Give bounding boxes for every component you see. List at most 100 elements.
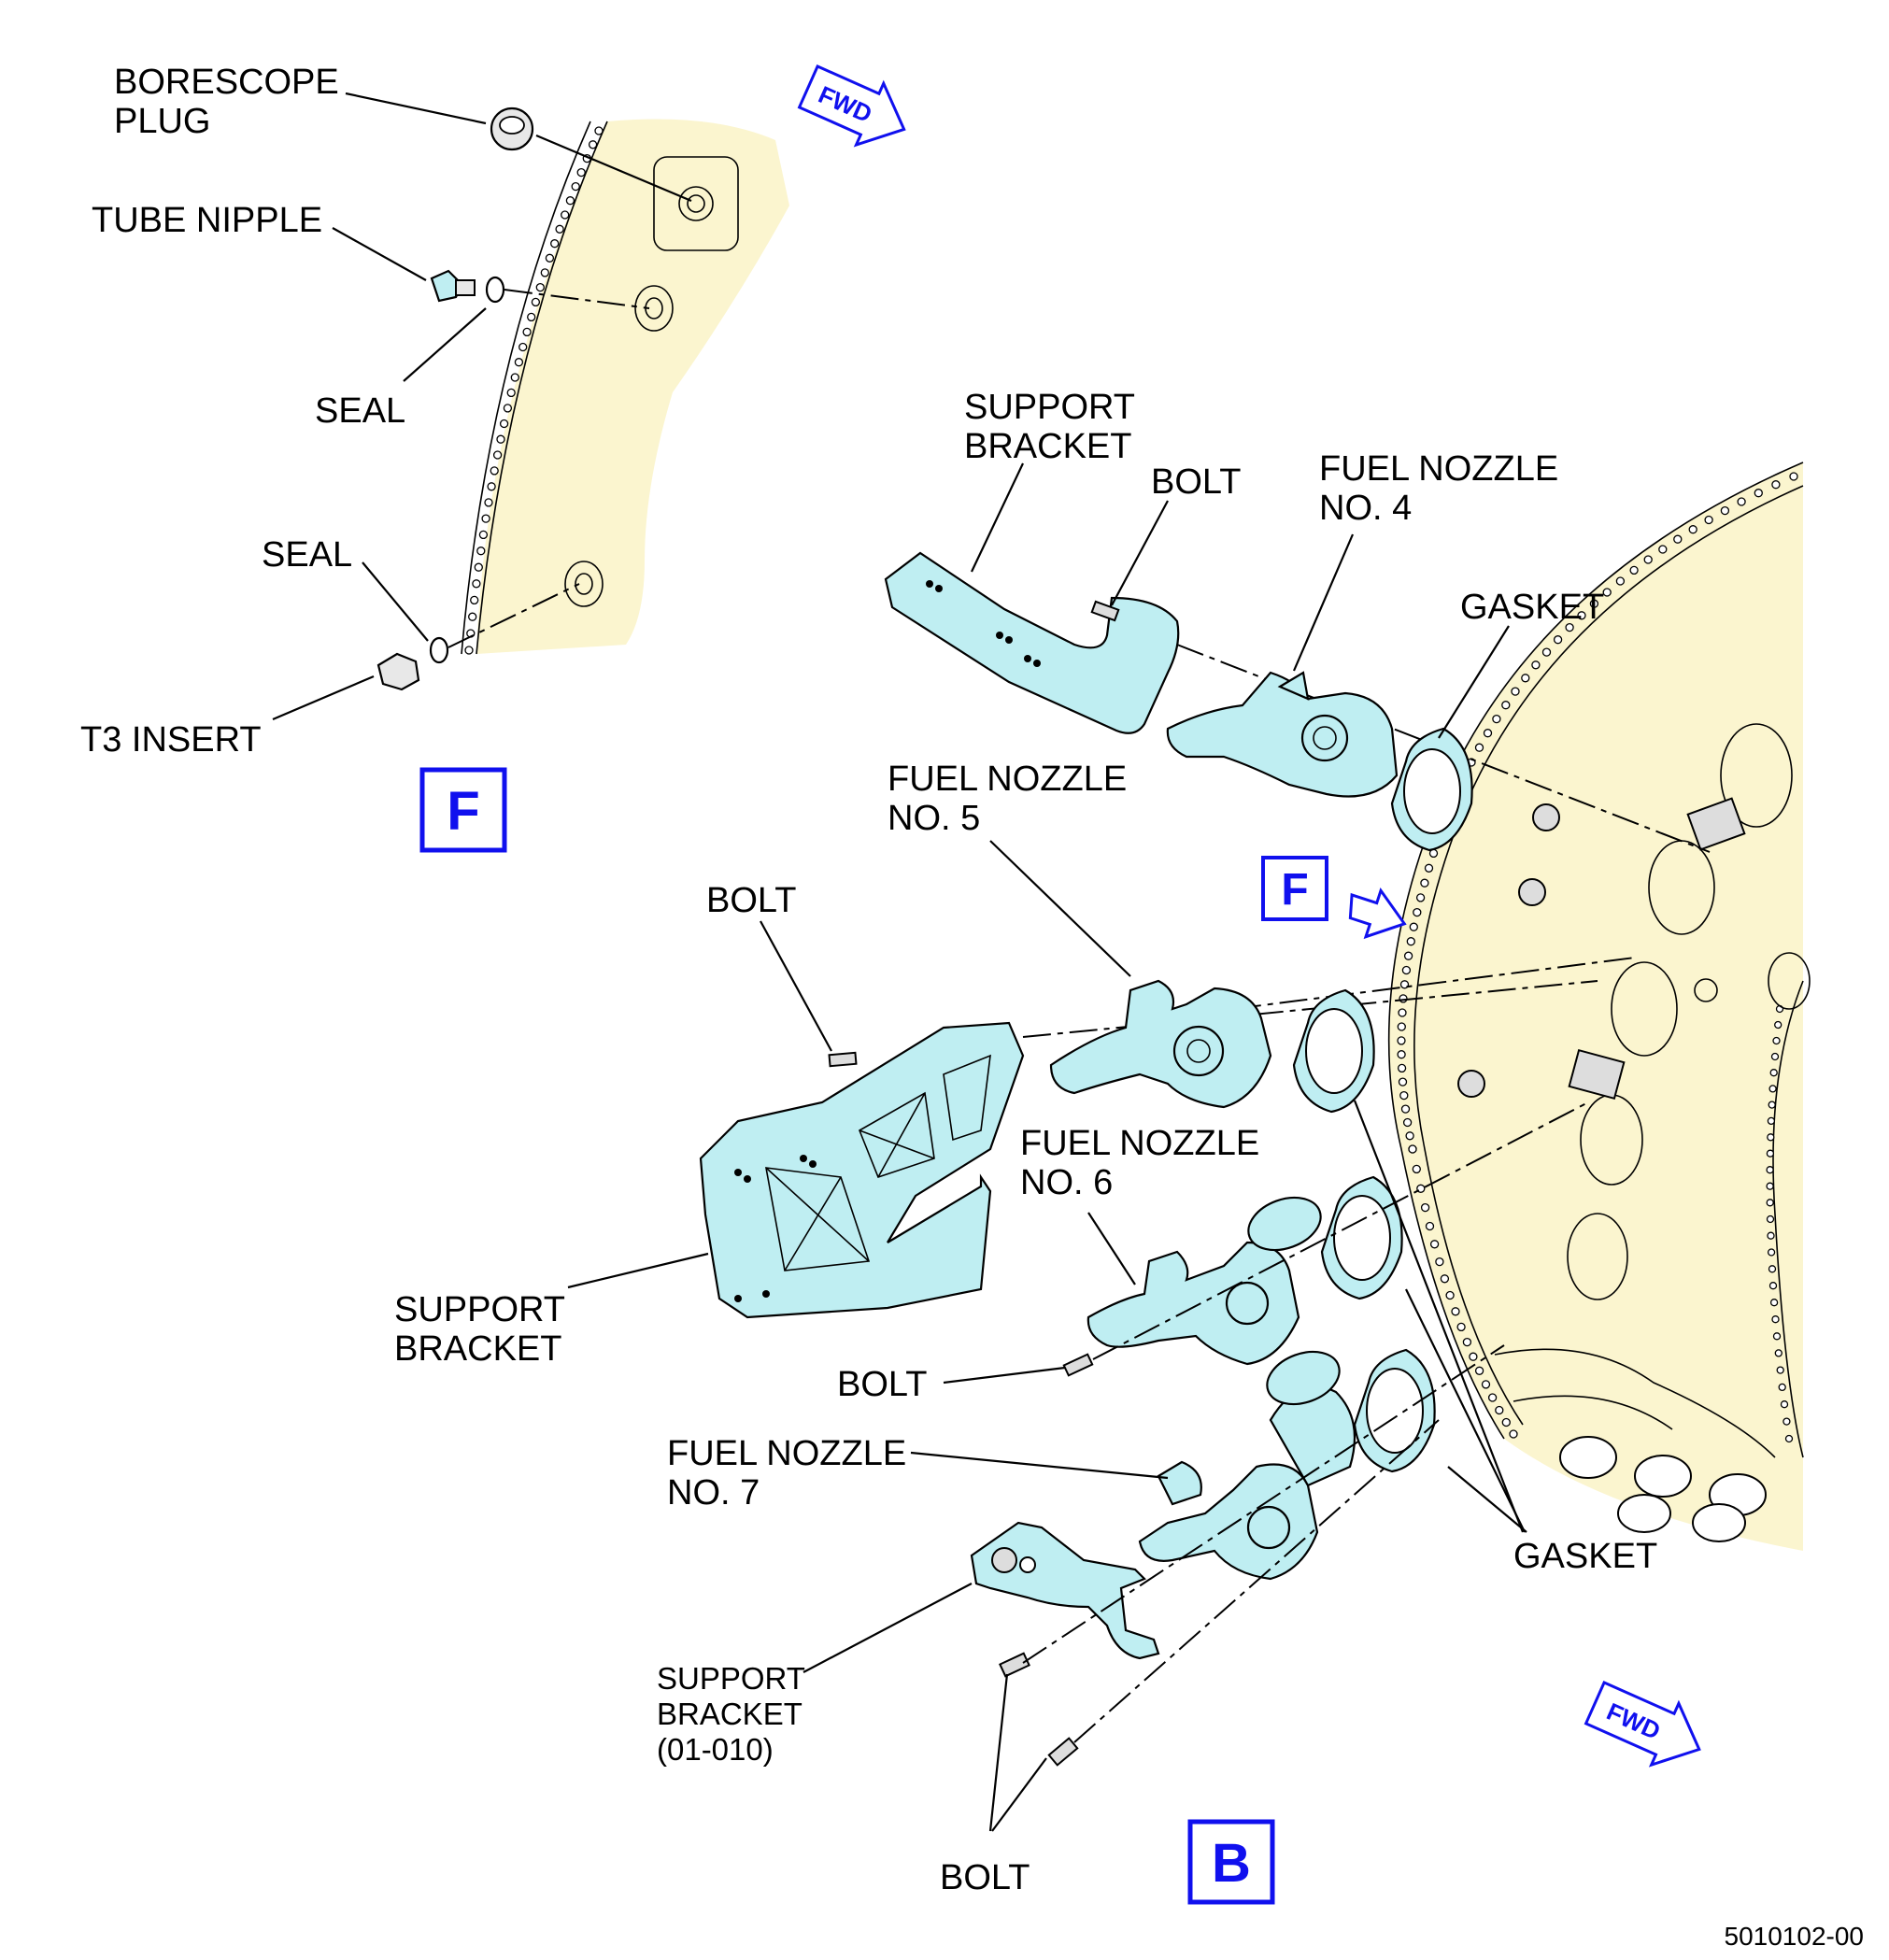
bolt-low [1062, 1353, 1094, 1377]
gasket-top [1390, 727, 1473, 852]
leader-bolt-low [943, 1366, 1066, 1385]
flange-hole [1501, 701, 1511, 710]
svg-text:F: F [1281, 865, 1308, 915]
flange-hole [1766, 1199, 1774, 1207]
bolt-top [1090, 600, 1120, 622]
view-f-letter-box: F [419, 767, 507, 853]
flange-hole [555, 224, 564, 234]
flange-hole [1553, 635, 1563, 645]
leader-seal-lower [362, 561, 429, 642]
fuel-nozzle-6 [1087, 1196, 1322, 1366]
flange-hole [1602, 588, 1612, 597]
flange-hole [468, 612, 477, 621]
flange-hole [1483, 729, 1493, 738]
flange-hole [527, 312, 536, 322]
label-seal-lower: SEAL [262, 535, 352, 575]
flange-hole [1440, 1274, 1450, 1284]
view-b-letter-box: B [1187, 1819, 1275, 1905]
flange-hole [1673, 534, 1683, 544]
flange-hole [1397, 1036, 1406, 1045]
flange-hole [1408, 1144, 1417, 1154]
bolt-bottom-b [1047, 1737, 1079, 1767]
flange-hole [470, 595, 479, 605]
flange-hole [1511, 687, 1520, 696]
flange-hole [1772, 1036, 1781, 1045]
flange-hole [1768, 1101, 1776, 1109]
flange-hole [1643, 555, 1653, 564]
flange-hole [1774, 1349, 1782, 1357]
leader-gasket-top [1438, 625, 1510, 739]
flange-hole [503, 404, 513, 413]
label-seal-upper: SEAL [315, 391, 405, 431]
flange-hole [1521, 674, 1530, 683]
view-f-reference: F [1261, 856, 1407, 940]
case-lower-fittings [1494, 1348, 1776, 1542]
flange-hole [1720, 505, 1730, 516]
leader-gasket-b [1405, 1288, 1526, 1533]
flange-hole [1768, 1085, 1777, 1093]
flange-hole [1541, 647, 1552, 657]
flange-hole [496, 434, 505, 444]
flange-hole [1492, 714, 1501, 724]
tube-nipple [430, 269, 650, 309]
label-fuel-nozzle-4: FUEL NOZZLE NO. 4 [1319, 449, 1569, 528]
svg-text:F: F [447, 781, 479, 842]
centerline-nozzle-7a [1022, 1344, 1505, 1664]
flange-hole [1767, 1248, 1776, 1257]
flange-hole [1780, 1400, 1789, 1409]
flange-hole [1778, 1383, 1786, 1392]
flange-hole [474, 562, 483, 572]
leader-bolt-bottom-a [988, 1673, 1009, 1832]
flange-hole [1629, 565, 1639, 575]
view-f-flange-holes [464, 126, 604, 655]
flange-hole [1409, 922, 1418, 931]
flange-hole [1782, 1417, 1791, 1426]
t3-insert-port-boss [564, 561, 604, 607]
flange-hole [1474, 1366, 1484, 1375]
flange-hole [1767, 1231, 1775, 1240]
leader-bolt-bottom-b [991, 1757, 1047, 1832]
flange-hole [540, 268, 549, 277]
label-support-bracket-top: SUPPORT BRACKET [964, 388, 1144, 466]
flange-hole [492, 450, 503, 460]
flange-hole [1399, 1090, 1409, 1101]
flange-hole [487, 482, 496, 491]
view-b-inner-flange-holes [1766, 1004, 1794, 1443]
flange-hole [1589, 599, 1599, 608]
flange-hole [1688, 525, 1697, 534]
flange-hole [545, 253, 555, 263]
flange-hole [1577, 611, 1586, 620]
flange-hole [478, 530, 489, 540]
gasket-7 [1353, 1348, 1436, 1473]
flange-hole [1429, 1240, 1440, 1249]
flange-hole [1397, 1022, 1406, 1031]
flange-hole [1406, 937, 1415, 946]
label-gasket-bottom: GASKET [1513, 1537, 1657, 1576]
centerline-nozzle-5a [1022, 980, 1598, 1038]
bolt-bottom-a [999, 1652, 1030, 1678]
flange-hole [1415, 893, 1426, 902]
flange-hole [1398, 1077, 1408, 1087]
seal-lower [429, 583, 580, 664]
borescope-plug [490, 107, 692, 203]
flange-hole [499, 419, 509, 429]
label-bolt-top: BOLT [1151, 462, 1241, 502]
leader-borescope-plug [345, 92, 487, 125]
flange-hole [1565, 622, 1574, 632]
flange-hole [1397, 1050, 1406, 1059]
leader-seal-upper [403, 307, 487, 382]
label-bolt-mid: BOLT [706, 881, 796, 920]
flange-hole [1425, 1221, 1435, 1231]
flange-hole [1405, 1131, 1414, 1141]
borescope-port-boss [653, 156, 739, 251]
flange-hole [1704, 515, 1713, 525]
flange-hole [1658, 545, 1668, 554]
leader-fuel-nozzle-4 [1292, 533, 1355, 672]
label-support-bracket-mid: SUPPORT BRACKET [394, 1290, 575, 1369]
label-tube-nipple: TUBE NIPPLE [92, 201, 322, 240]
case-boss-nuts [1457, 797, 1746, 1101]
flange-hole [1766, 1214, 1775, 1224]
label-bolt-bottom: BOLT [940, 1858, 1030, 1897]
flange-hole [1412, 1164, 1421, 1174]
